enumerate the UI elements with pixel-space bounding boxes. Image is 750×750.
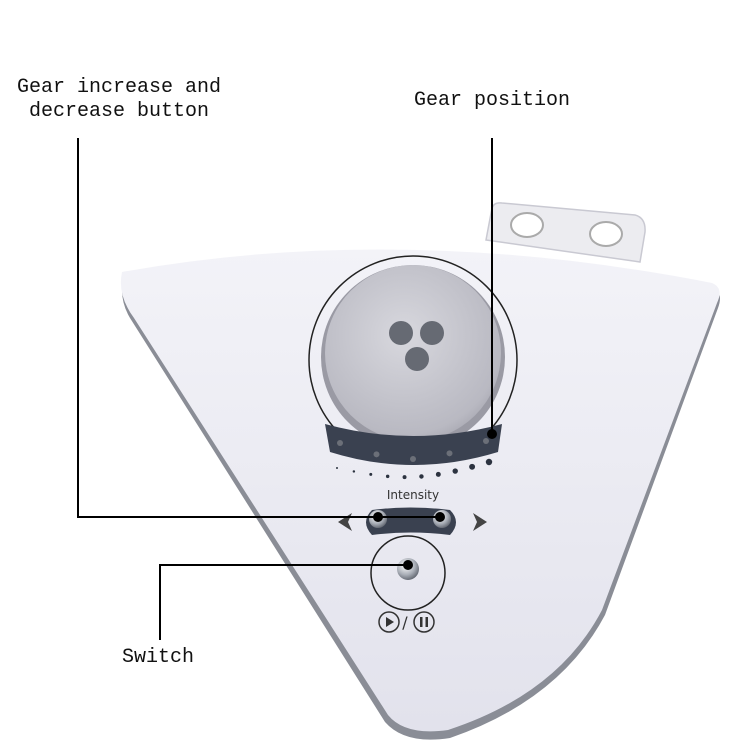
intensity-dot	[469, 463, 476, 470]
intensity-dots	[336, 458, 493, 480]
intensity-dot	[419, 474, 424, 479]
callout-gear-buttons-line1: Gear increase and	[16, 76, 222, 99]
gear-position-panel[interactable]	[325, 424, 502, 465]
gear-led	[373, 451, 380, 458]
right-arrow-icon	[473, 513, 487, 531]
intensity-dot	[352, 470, 356, 473]
electrode-holes	[389, 321, 444, 371]
play-pause-icon: /	[378, 611, 435, 633]
gear-led	[483, 438, 489, 444]
intensity-dot	[435, 471, 441, 477]
gear-led	[410, 456, 416, 462]
intensity-dot	[452, 468, 458, 474]
play-icon	[378, 611, 400, 633]
intensity-label: Intensity	[387, 488, 439, 502]
callout-dots	[373, 429, 497, 570]
intensity-dot	[402, 475, 407, 480]
callout-switch: Switch	[122, 646, 195, 669]
intensity-dot	[369, 472, 373, 476]
device-body	[120, 249, 720, 732]
intensity-dot	[485, 458, 493, 466]
gear-button-panel	[366, 507, 456, 535]
mounting-bracket	[485, 202, 646, 263]
switch-ring	[370, 535, 446, 611]
play-pause-separator: /	[402, 613, 408, 632]
callout-gear-position: Gear position	[414, 89, 571, 112]
gear-leds	[337, 438, 489, 462]
intensity-dot	[385, 474, 390, 479]
pause-icon	[413, 611, 435, 633]
callout-line-switch	[159, 564, 408, 640]
gear-led	[337, 440, 343, 446]
callout-line-gear-buttons	[77, 138, 440, 518]
callout-lines	[77, 138, 493, 640]
intensity-dot	[336, 467, 338, 469]
gear-led	[446, 450, 453, 457]
callout-gear-buttons-line2: decrease button	[28, 100, 210, 123]
